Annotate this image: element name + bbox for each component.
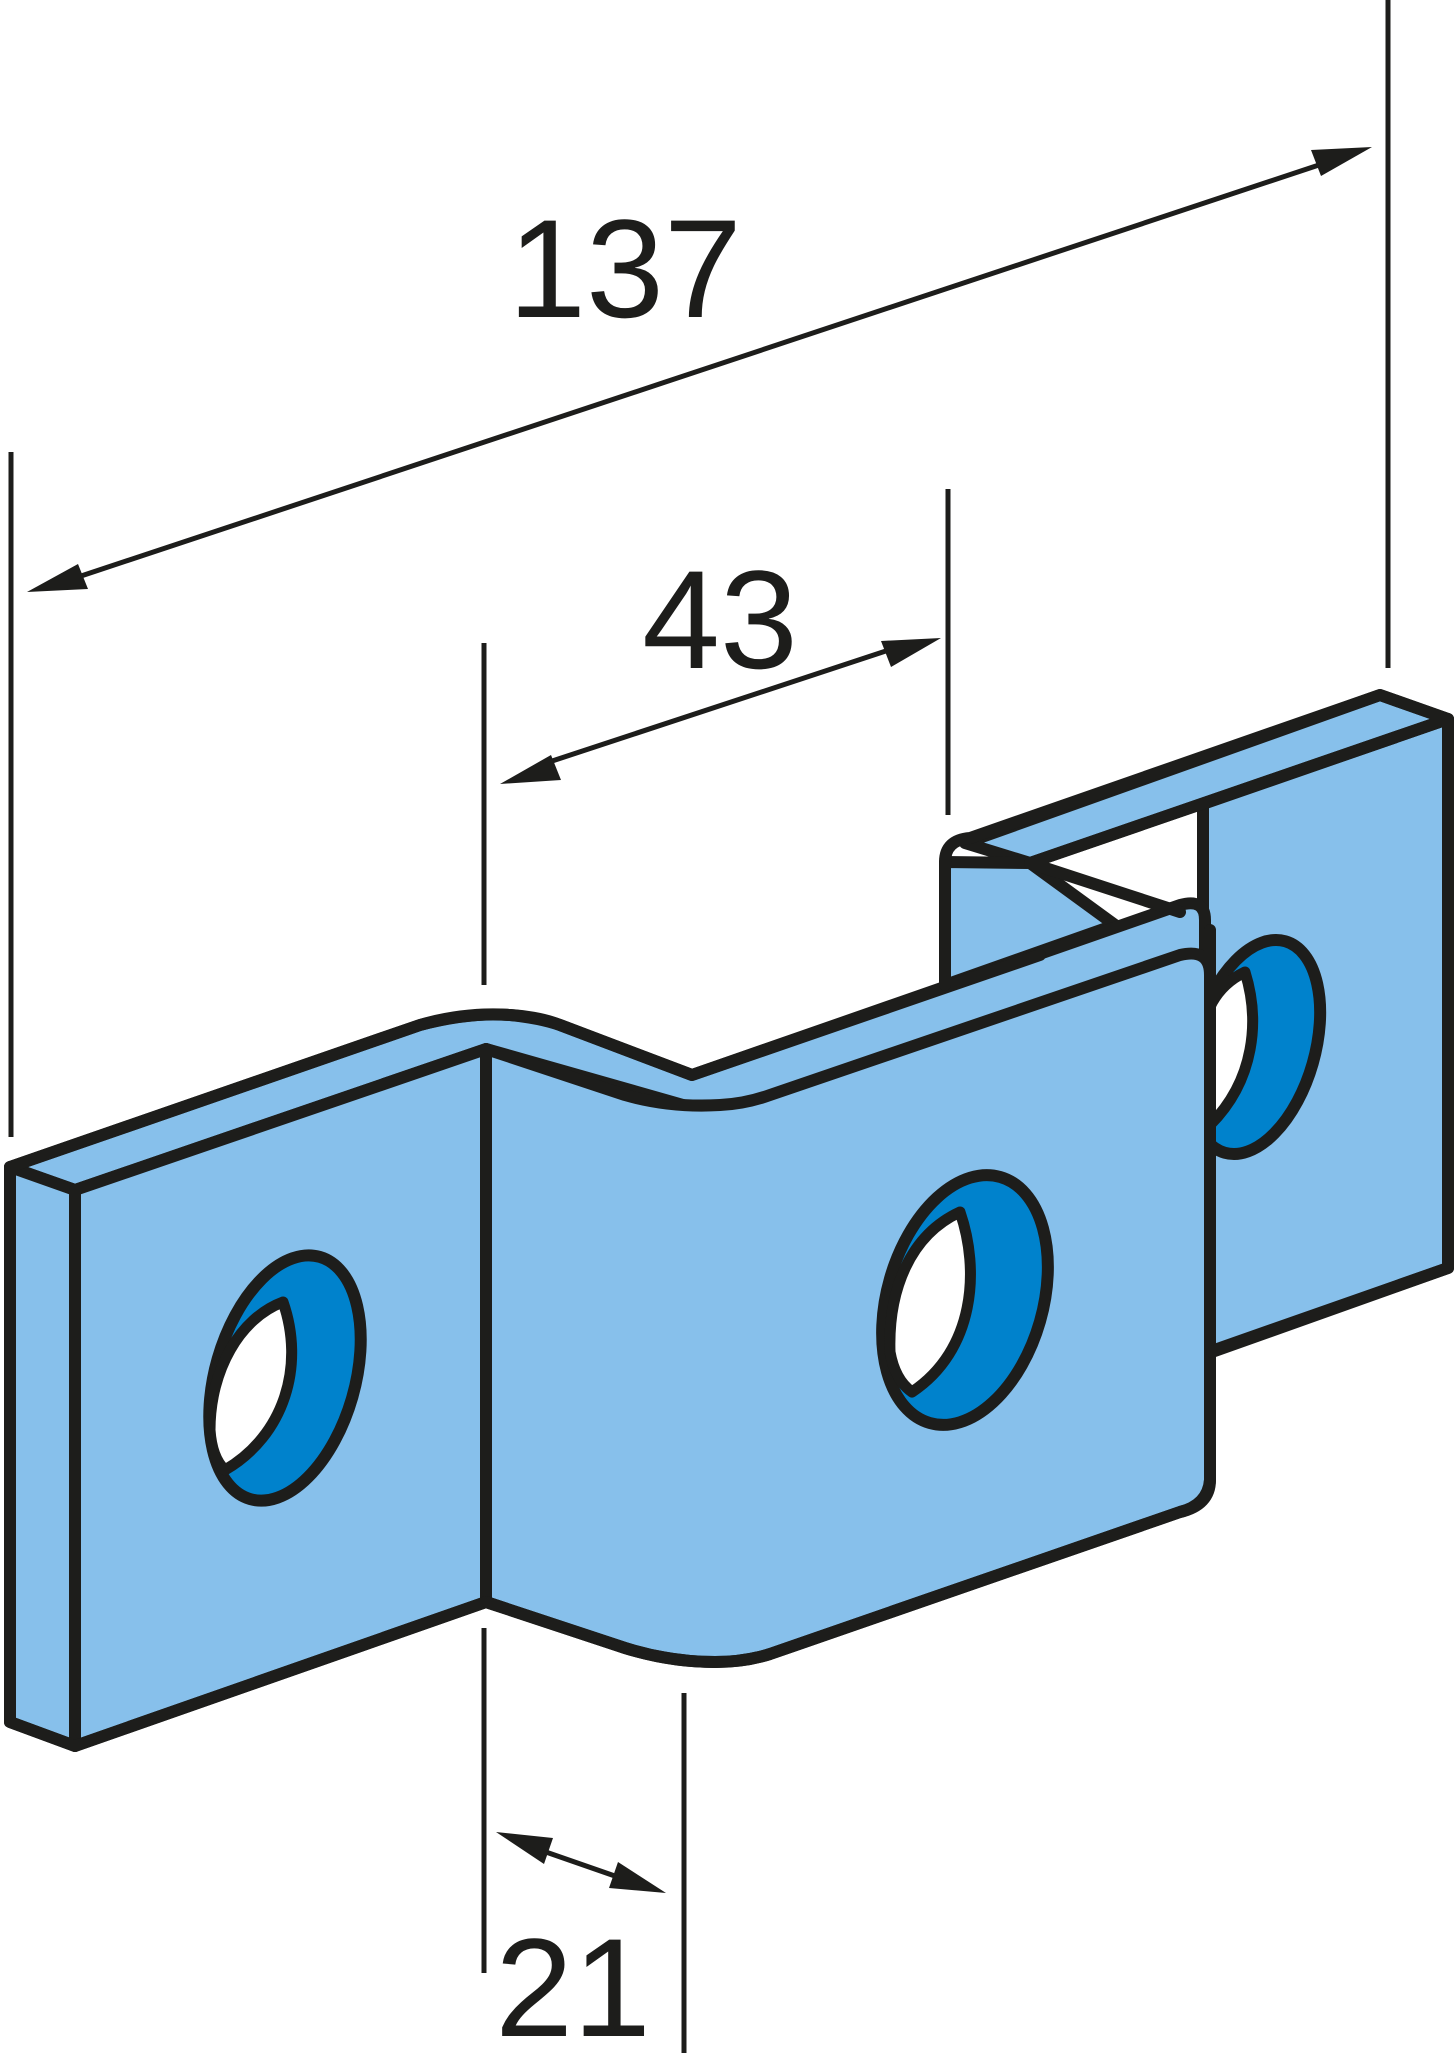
- dimension-line-overall: [59, 155, 1341, 586]
- arrowhead-hole-right: [881, 638, 941, 667]
- left-end-face: [4, 1161, 81, 1752]
- dimension-hole-spacing: 43: [481, 489, 951, 985]
- dimension-label-overall-length: 137: [508, 190, 742, 347]
- dimension-label-flange-offset: 21: [495, 1909, 651, 2066]
- dimension-overall-length: 137: [8, 0, 1391, 1137]
- back-flange-outline: [939, 689, 1454, 1358]
- left-hole: [203, 1249, 367, 1507]
- arrowhead-overall-left: [27, 564, 88, 592]
- arrowhead-hole-left: [500, 755, 561, 784]
- dimension-label-hole-spacing: 43: [642, 541, 798, 698]
- arrowhead-offset-right: [609, 1862, 666, 1893]
- dimension-flange-offset: 21: [481, 1628, 687, 2066]
- dimension-line-hole-spacing: [539, 645, 896, 768]
- middle-hole: [876, 1169, 1054, 1431]
- body-outline: [4, 924, 1216, 1752]
- arrowhead-overall-right: [1311, 147, 1372, 176]
- arrowhead-offset-left: [496, 1832, 553, 1864]
- left-hole-opening: [204, 1296, 298, 1476]
- middle-hole-opening: [884, 1206, 976, 1398]
